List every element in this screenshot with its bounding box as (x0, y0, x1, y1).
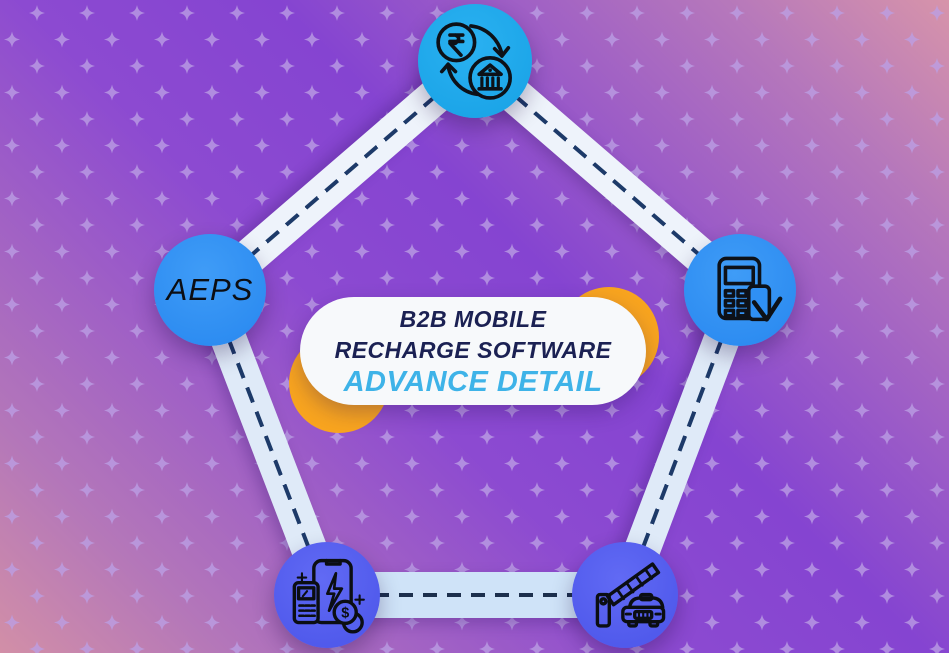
title-card: B2B MOBILE RECHARGE SOFTWARE ADVANCE DET… (300, 297, 646, 405)
dashed-line (327, 593, 625, 597)
toll-barrier-car-icon (595, 561, 665, 628)
node-toll-fastag (572, 542, 678, 648)
pos-card-swipe-icon (717, 256, 783, 322)
mobile-recharge-icon: $ (292, 558, 365, 634)
node-mobile-recharge: $ (274, 542, 380, 648)
node-pos-machine (684, 234, 796, 346)
svg-text:$: $ (341, 605, 349, 621)
aeps-label: AEPS (166, 272, 254, 307)
currency-exchange-icon (436, 22, 513, 101)
title-line-3: ADVANCE DETAIL (343, 365, 603, 398)
title-line-2: RECHARGE SOFTWARE (334, 336, 612, 363)
title-line-1: B2B MOBILE (399, 305, 547, 332)
node-currency-exchange (418, 4, 532, 118)
node-aeps: AEPS (154, 234, 266, 346)
